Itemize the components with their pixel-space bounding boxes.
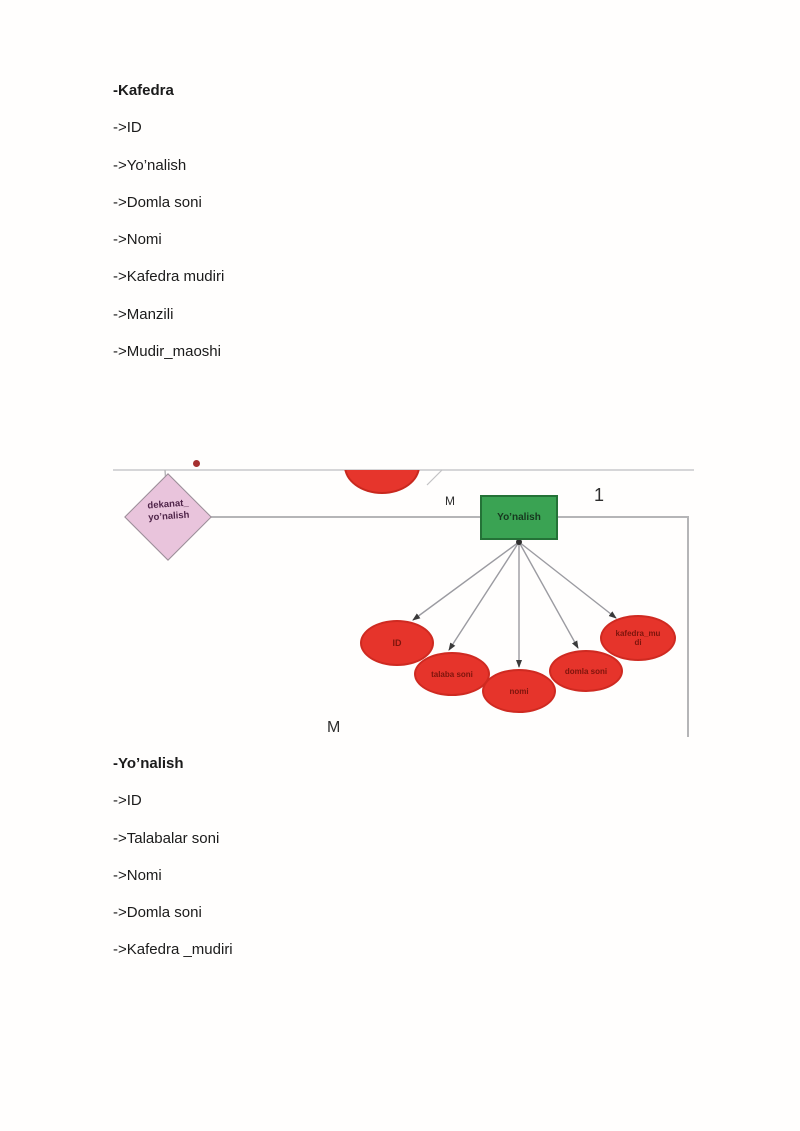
attribute-ellipse-id: ID xyxy=(360,620,434,666)
list-item: ->Nomi xyxy=(113,231,162,249)
small-diagonal-line xyxy=(426,469,443,486)
attribute-ellipse-nomi: nomi xyxy=(482,669,556,713)
clipped-attribute-ellipse xyxy=(340,470,426,496)
entity-rectangle: Yo’nalish xyxy=(480,495,558,540)
attribute-label: domla soni xyxy=(564,666,608,676)
list-item: ->ID xyxy=(113,792,142,810)
list-item: ->Manzili xyxy=(113,305,174,323)
cardinality-m-bottom: M xyxy=(327,719,341,736)
ellipse-shape xyxy=(344,470,420,494)
list-item: ->Kafedra mudiri xyxy=(113,268,225,286)
kafedra-section-title: -Kafedra xyxy=(113,82,174,99)
attr-connector xyxy=(518,541,579,649)
attribute-label: nomi xyxy=(509,686,529,696)
attribute-ellipse-talaba-soni: talaba soni xyxy=(414,652,490,696)
list-item: ->Domla soni xyxy=(113,193,202,211)
attribute-ellipse-kafedra-mudiri: kafedra_mu di xyxy=(600,615,676,661)
list-item: ->Kafedra _mudiri xyxy=(113,941,233,959)
attr-connector xyxy=(412,541,520,621)
yonalish-section-title: -Yo’nalish xyxy=(113,755,184,772)
list-item: ->Domla soni xyxy=(113,904,202,922)
entity-label: Yo’nalish xyxy=(497,512,541,523)
attribute-label: talaba soni xyxy=(431,669,473,679)
list-item: ->Yo’nalish xyxy=(113,156,187,174)
attribute-label: ID xyxy=(392,637,402,648)
list-item: ->ID xyxy=(113,119,142,137)
cardinality-m-top: M xyxy=(445,494,455,508)
list-item: ->Mudir_maoshi xyxy=(113,343,221,361)
cardinality-one: 1 xyxy=(594,485,605,505)
attr-connector xyxy=(518,541,617,619)
attribute-label: kafedra_mu di xyxy=(615,629,661,647)
attribute-ellipse-domla-soni: domla soni xyxy=(549,650,623,692)
attr-connector xyxy=(448,541,520,651)
list-item: ->Talabalar soni xyxy=(113,829,220,847)
red-dot-mark xyxy=(193,460,200,467)
list-item: ->Nomi xyxy=(113,866,162,884)
kafedra-section: -Kafedra ->ID ->Yo’nalish ->Domla soni -… xyxy=(113,78,224,376)
yonalish-section: -Yo’nalish ->ID ->Talabalar soni ->Nomi … xyxy=(113,751,233,975)
